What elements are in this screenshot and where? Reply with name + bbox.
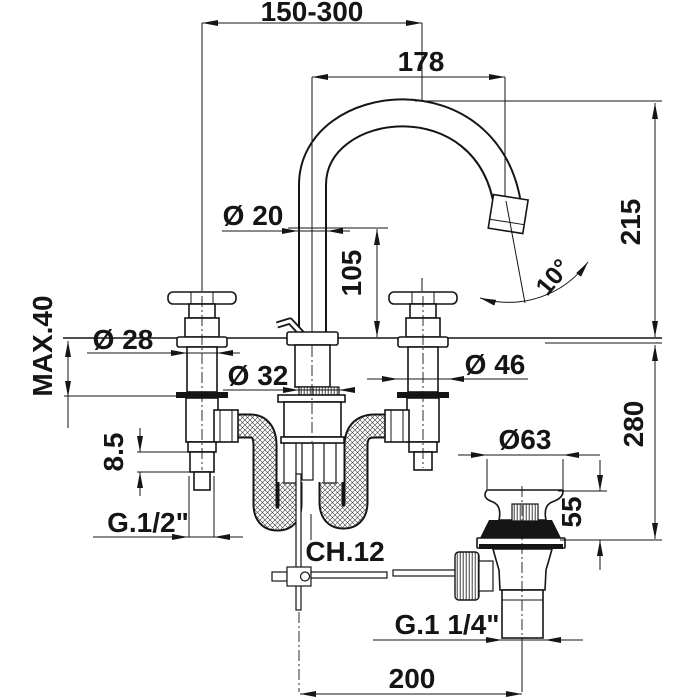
dim-locknut-height-label: 8.5 bbox=[98, 433, 129, 472]
dim-max-deck-thickness-label: MAX.40 bbox=[27, 295, 58, 396]
serrated-mounting-ring bbox=[298, 386, 340, 396]
hose-nut-left-valve bbox=[213, 409, 239, 443]
drain-rubber-seal bbox=[480, 520, 561, 538]
dim-drain-flange-diameter-label: Ø63 bbox=[499, 424, 552, 455]
dim-spout-reach-label: 178 bbox=[398, 46, 445, 77]
dim-spout-angle-label: 10° bbox=[530, 254, 576, 301]
handle-right bbox=[384, 291, 458, 471]
dim-spout-height-label: 215 bbox=[615, 199, 646, 246]
dimension-lines bbox=[64, 20, 662, 697]
drain-assembly bbox=[454, 486, 566, 692]
dim-spout-tube-diameter-label: Ø 20 bbox=[223, 200, 284, 231]
dim-outlet-height-label: 105 bbox=[336, 250, 367, 297]
dimension-labels: 150-300 178 215 280 10° Ø 20 105 Ø 28 MA… bbox=[27, 0, 649, 694]
dim-drain-offset-label: 200 bbox=[389, 663, 436, 694]
drain-knurled-knob bbox=[454, 551, 480, 601]
spout-escutcheon bbox=[286, 331, 339, 346]
dim-handle-spread-label: 150-300 bbox=[261, 0, 364, 27]
dim-handle-body-diameter-label: Ø 28 bbox=[93, 324, 154, 355]
dim-wrench-size-label: CH.12 bbox=[305, 536, 384, 567]
popup-rod-linkage bbox=[271, 473, 457, 611]
spout-gooseneck bbox=[298, 98, 523, 346]
dim-drain-thread-label: G.1 1/4" bbox=[394, 609, 499, 640]
dim-drain-height-label: 55 bbox=[556, 496, 587, 527]
dim-escutcheon-diameter-label: Ø 46 bbox=[465, 349, 526, 380]
flex-hose-right bbox=[318, 413, 388, 530]
hose-nut-right-valve bbox=[384, 409, 410, 443]
popup-lever bbox=[275, 317, 305, 337]
flex-hose-left bbox=[237, 413, 303, 532]
dim-below-deck-depth-label: 280 bbox=[618, 401, 649, 448]
drain-tailpipe bbox=[501, 589, 544, 639]
spout-base-assembly bbox=[277, 344, 346, 484]
handle-left bbox=[167, 291, 239, 491]
dim-inlet-thread-label: G.1/2" bbox=[107, 507, 189, 538]
dim-mounting-hole-diameter-label: Ø 32 bbox=[228, 360, 289, 391]
